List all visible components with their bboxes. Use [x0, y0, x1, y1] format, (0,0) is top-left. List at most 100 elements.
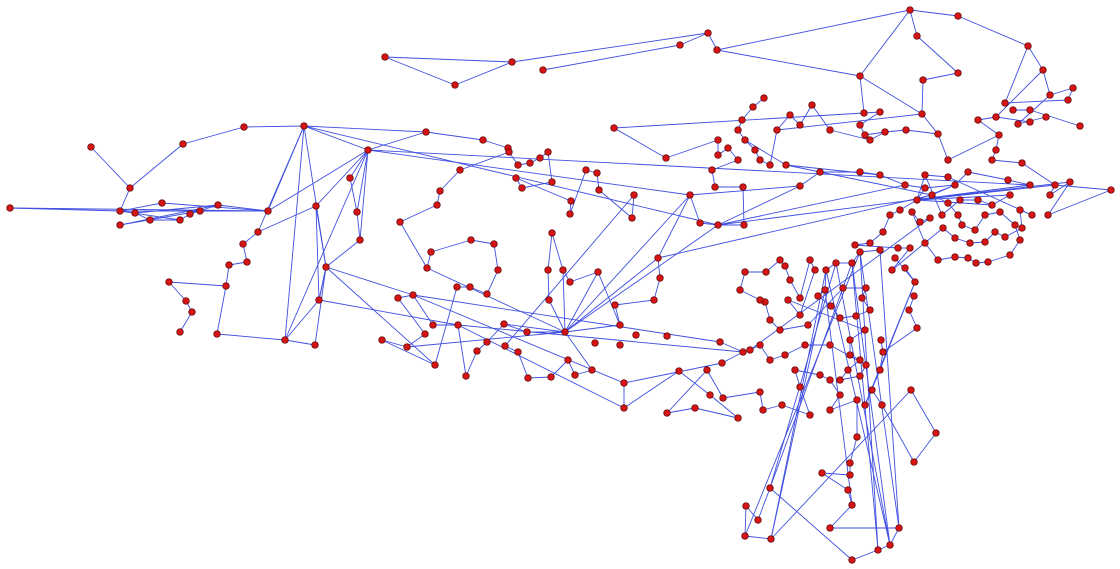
graph-edge: [569, 169, 587, 215]
graph-edge: [243, 125, 305, 128]
graph-node: [740, 221, 748, 229]
graph-edge: [614, 299, 655, 306]
graph-edge: [785, 164, 881, 176]
graph-node: [524, 374, 532, 382]
graph-edge: [859, 251, 900, 529]
graph-edge: [318, 266, 327, 301]
graph-node: [781, 351, 789, 359]
graph-node: [938, 211, 946, 219]
graph-edge: [679, 32, 709, 46]
graph-node: [996, 208, 1004, 216]
graph-node: [1024, 42, 1032, 50]
graph-node: [1046, 91, 1054, 99]
graph-edge: [921, 113, 939, 135]
graph-edge: [1047, 181, 1071, 216]
graph-node: [514, 348, 522, 356]
graph-node: [926, 214, 934, 222]
graph-node: [971, 226, 979, 234]
graph-node: [591, 339, 599, 347]
graph-node: [879, 228, 887, 236]
graph-node: [1001, 233, 1009, 241]
graph-edge: [623, 370, 680, 409]
graph-edge: [739, 289, 761, 301]
graph-edge: [168, 281, 227, 287]
graph-node: [861, 401, 869, 409]
graph-edge: [769, 262, 853, 489]
graph-node: [213, 330, 221, 338]
graph-node: [911, 278, 919, 286]
graph-node: [116, 221, 124, 229]
graph-edge: [689, 185, 801, 196]
graph-node: [759, 406, 767, 414]
graph-node: [851, 241, 859, 249]
graph-node: [856, 248, 864, 256]
graph-edge: [564, 194, 691, 333]
graph-node: [322, 263, 330, 271]
graph-node: [778, 401, 786, 409]
graph-node: [766, 356, 774, 364]
graph-node: [754, 516, 762, 524]
graph-node: [756, 156, 764, 164]
graph-node: [856, 72, 864, 80]
graph-node: [1046, 191, 1054, 199]
graph-edge: [910, 389, 937, 434]
graph-edge: [921, 79, 924, 115]
graph-edge: [465, 350, 478, 377]
graph-node: [1016, 206, 1024, 214]
graph-edge: [547, 232, 553, 271]
graph-node: [776, 256, 784, 264]
graph-node: [861, 131, 869, 139]
graph-edge: [719, 341, 744, 353]
graph-edge: [550, 359, 569, 378]
graph-node: [544, 266, 552, 274]
graph-node: [1028, 211, 1036, 219]
graph-node: [724, 144, 732, 152]
graph-node: [706, 391, 714, 399]
graph-node: [746, 346, 754, 354]
graph-edge: [665, 139, 719, 159]
graph-node: [921, 171, 929, 179]
graph-node: [921, 239, 929, 247]
graph-node: [451, 81, 459, 89]
graph-node: [827, 302, 835, 310]
graph-node: [966, 239, 974, 247]
graph-node: [718, 359, 726, 367]
graph-node: [1009, 106, 1017, 114]
graph-edge: [721, 351, 744, 364]
graph-node: [1006, 191, 1014, 199]
graph-node: [877, 336, 885, 344]
graph-edge: [482, 139, 509, 149]
graph-node: [691, 404, 699, 412]
graph-node: [714, 151, 722, 159]
graph-edge: [716, 9, 911, 51]
graph-node: [356, 236, 364, 244]
graph-edge: [657, 194, 691, 259]
graph-node: [907, 386, 915, 394]
graph-node: [158, 199, 166, 207]
graph-node: [179, 140, 187, 148]
graph-node: [964, 168, 972, 176]
graph-node: [548, 178, 556, 186]
graph-node: [860, 109, 868, 117]
graph-node: [1001, 99, 1009, 107]
graph-node: [353, 208, 361, 216]
graph-edge: [613, 127, 667, 159]
graph-edge: [399, 204, 438, 223]
graph-edge: [515, 177, 572, 202]
graph-edge: [179, 311, 193, 333]
graph-node: [483, 290, 491, 298]
graph-node: [913, 196, 921, 204]
graph-edge: [257, 125, 305, 233]
graph-node: [539, 66, 547, 74]
graph-node: [856, 168, 864, 176]
graph-edge: [859, 111, 881, 126]
graph-edge: [744, 139, 787, 166]
graph-node: [853, 433, 861, 441]
graph-node: [595, 186, 603, 194]
graph-edge: [859, 251, 879, 551]
graph-edge: [1042, 69, 1051, 96]
graph-edge: [859, 9, 911, 77]
graph-edge: [503, 323, 566, 333]
graph-edge: [657, 194, 933, 259]
graph-node: [742, 502, 750, 510]
